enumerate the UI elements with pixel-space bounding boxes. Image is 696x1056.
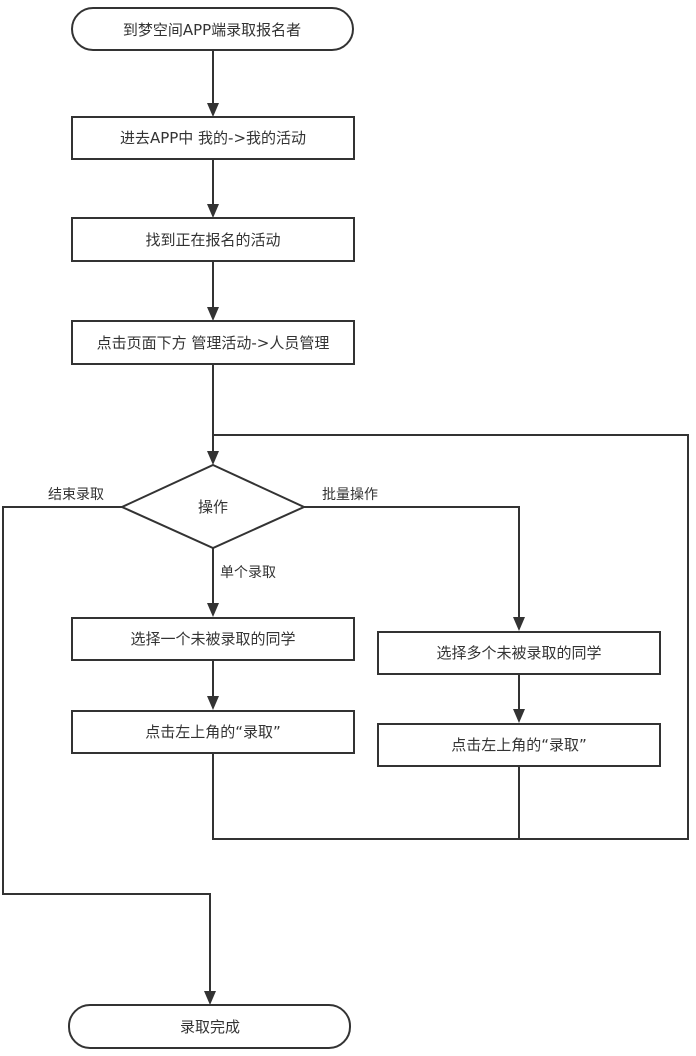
process-shape bbox=[71, 217, 355, 262]
decision-shape bbox=[119, 463, 307, 550]
node-enter-app[interactable]: 进去APP中 我的->我的活动 bbox=[71, 116, 355, 160]
node-click-admit-batch[interactable]: 点击左上角的“录取” bbox=[377, 723, 661, 767]
process-shape bbox=[71, 617, 355, 661]
node-label: 点击左上角的“录取” bbox=[145, 723, 281, 741]
arrowhead-icon bbox=[513, 617, 525, 631]
node-click-admit-single[interactable]: 点击左上角的“录取” bbox=[71, 710, 355, 754]
node-label: 点击页面下方 管理活动->人员管理 bbox=[97, 334, 330, 352]
node-start[interactable]: 到梦空间APP端录取报名者 bbox=[71, 7, 354, 51]
arrowhead-icon bbox=[207, 103, 219, 117]
node-label: 到梦空间APP端录取报名者 bbox=[123, 21, 301, 39]
edge-label-single: 单个录取 bbox=[220, 565, 276, 581]
node-label: 进去APP中 我的->我的活动 bbox=[120, 129, 306, 147]
edge-label-finish: 结束录取 bbox=[48, 487, 104, 503]
terminal-shape bbox=[68, 1004, 351, 1049]
process-shape bbox=[377, 723, 661, 767]
edge-operation-to-select-many bbox=[304, 506, 520, 618]
edges bbox=[2, 50, 689, 1005]
arrowhead-icon bbox=[513, 709, 525, 723]
terminal-shape bbox=[71, 7, 354, 51]
node-label: 点击左上角的“录取” bbox=[451, 736, 587, 754]
edge-label-batch: 批量操作 bbox=[322, 487, 378, 503]
node-label: 选择一个未被录取的同学 bbox=[130, 630, 295, 648]
edge-loop-back-to-operation bbox=[212, 434, 689, 840]
node-operation[interactable]: 操作 bbox=[119, 463, 307, 550]
node-select-many[interactable]: 选择多个未被录取的同学 bbox=[377, 631, 661, 675]
node-manage-people[interactable]: 点击页面下方 管理活动->人员管理 bbox=[71, 320, 355, 365]
node-label: 操作 bbox=[198, 498, 228, 516]
process-shape bbox=[71, 320, 355, 365]
node-select-one[interactable]: 选择一个未被录取的同学 bbox=[71, 617, 355, 661]
process-shape bbox=[71, 710, 355, 754]
edge-operation-to-end bbox=[2, 506, 211, 992]
node-label: 录取完成 bbox=[180, 1018, 240, 1036]
process-shape bbox=[377, 631, 661, 675]
arrowhead-icon bbox=[207, 603, 219, 617]
process-shape bbox=[71, 116, 355, 160]
arrowhead-icon bbox=[207, 696, 219, 710]
arrowhead-icon bbox=[207, 307, 219, 321]
node-find-activity[interactable]: 找到正在报名的活动 bbox=[71, 217, 355, 262]
arrowhead-icon bbox=[207, 451, 219, 465]
node-end[interactable]: 录取完成 bbox=[68, 1004, 351, 1049]
arrowhead-icon bbox=[207, 204, 219, 218]
node-label: 选择多个未被录取的同学 bbox=[436, 644, 601, 662]
arrowhead-icon bbox=[204, 991, 216, 1005]
node-label: 找到正在报名的活动 bbox=[145, 231, 280, 249]
